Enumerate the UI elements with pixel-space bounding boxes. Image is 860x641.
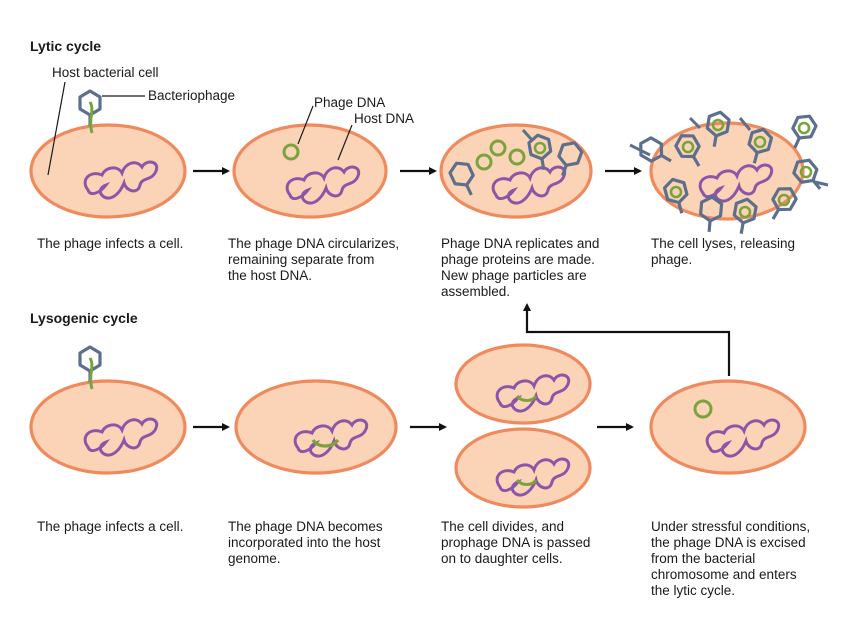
lyso-daughter-cell-top [454,343,592,425]
label-phage-dna: Phage DNA [314,95,386,110]
leader-phage-dna [297,105,314,145]
label-host-dna: Host DNA [354,111,415,126]
leader-host-cell [47,81,66,176]
lytic-caption-1: The phage infects a cell. [37,236,184,251]
lytic-cell-1 [29,81,187,219]
arrow-excision-to-lytic [523,303,731,376]
lyso-daughter-cell-bottom [454,427,592,509]
lytic-cell-2 [232,105,388,219]
lyso-cell-2 [234,379,398,475]
label-host-bacterial-cell: Host bacterial cell [52,65,159,80]
label-bacteriophage: Bacteriophage [148,88,236,103]
lyso-cell-1 [29,345,187,475]
lyso-cell-4-excised [649,379,807,475]
lysogenic-caption-4: Under stressful conditions,the phage DNA… [651,519,811,598]
lysogenic-cycle-title: Lysogenic cycle [30,310,138,326]
lytic-cycle-title: Lytic cycle [30,38,102,54]
lytic-caption-2: The phage DNA circularizes,remaining sep… [228,236,400,283]
lytic-cell-3 [439,123,593,219]
lytic-cell-4-lysing [629,108,830,238]
leader-host-dna [337,124,353,161]
lysogenic-caption-1: The phage infects a cell. [37,519,184,534]
